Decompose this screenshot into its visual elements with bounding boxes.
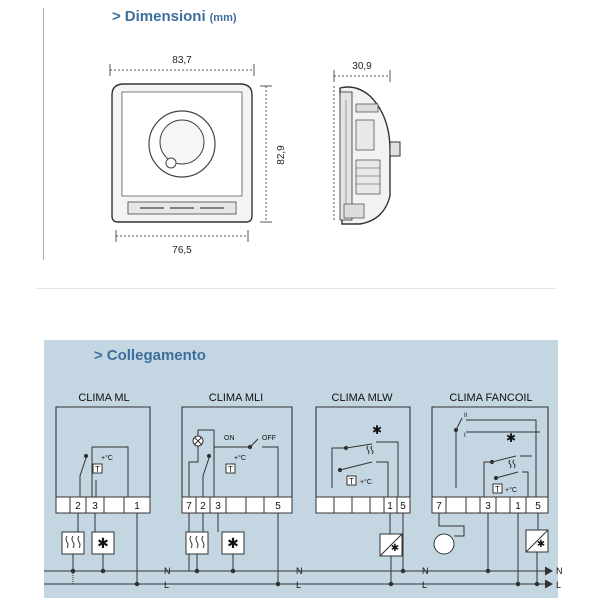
line-n-label-1: N <box>164 566 171 576</box>
line-l-label-4: L <box>556 580 561 590</box>
line-l-label-1: L <box>164 580 169 590</box>
label-clima-mlw: CLIMA MLW <box>332 392 394 404</box>
snowflake-icon: ✱ <box>97 535 109 551</box>
chevron-right-icon: > <box>94 347 103 364</box>
switch-blade-mlw <box>345 443 373 449</box>
section-rule <box>43 8 44 260</box>
line-l-label-2: L <box>296 580 301 590</box>
snowflake-icon: ✱ <box>227 535 239 551</box>
line-n-label-2: N <box>296 566 303 576</box>
snowflake-icon: ✱ <box>537 539 545 550</box>
chevron-right-icon: > <box>112 8 121 25</box>
dim-height: 82,9 <box>260 85 287 223</box>
terminal-mli-5: 5 <box>275 501 281 512</box>
heat-waves-icon <box>508 459 516 469</box>
switch-on-label: ON <box>224 435 235 442</box>
thermostat-mlw: T <box>349 477 354 486</box>
fan-icon <box>433 533 455 555</box>
heating-load-mli <box>185 531 209 555</box>
terminal-fancoil-7: 7 <box>436 501 442 512</box>
connection-title-text: Collegamento <box>106 347 206 364</box>
wiring-clima-mlw: CLIMA MLW 1 5 ✱ T +°C ✱ <box>315 392 411 584</box>
snowflake-icon: ✱ <box>391 543 399 554</box>
temp-ml: +°C <box>101 454 113 462</box>
fan-speed-2-label: II <box>464 413 468 419</box>
thermostat-ml: T <box>95 465 100 474</box>
dimensions-title: >Dimensioni(mm) <box>112 8 237 26</box>
thermostat-fancoil: T <box>495 485 500 494</box>
temp-mlw: +°C <box>360 478 372 486</box>
fan-speed-1-label: I <box>464 433 466 439</box>
temp-fancoil: +°C <box>505 486 517 494</box>
snowflake-icon: ✱ <box>372 423 382 437</box>
knob-indicator <box>165 157 177 169</box>
heating-load-ml <box>61 531 85 555</box>
terminal-fancoil-5: 5 <box>535 501 541 512</box>
terminal-ml-2: 2 <box>75 501 81 512</box>
dim-depth-label: 30,9 <box>352 61 372 72</box>
front-view <box>111 83 253 223</box>
line-n-label-4: N <box>556 566 563 576</box>
thermostat-mli: T <box>228 465 233 474</box>
heat-waves-icon <box>65 535 81 549</box>
terminal-mlw-1: 1 <box>387 501 393 512</box>
line-l-label-3: L <box>422 580 427 590</box>
terminal-mlw-5: 5 <box>400 501 406 512</box>
dimensions-title-text: Dimensioni <box>124 8 206 25</box>
side-view <box>333 86 401 225</box>
terminal-mli-2: 2 <box>200 501 206 512</box>
temp-mli: +°C <box>234 454 246 462</box>
connection-panel <box>44 340 558 598</box>
terminal-fancoil-3: 3 <box>485 501 491 512</box>
terminal-ml-1: 1 <box>134 501 140 512</box>
dim-width-top: 83,7 <box>109 55 255 76</box>
snowflake-icon: ✱ <box>506 431 516 445</box>
terminal-ml-3: 3 <box>92 501 98 512</box>
wiring-clima-mli: CLIMA MLI 7 2 3 5 ON OFF T <box>181 392 293 571</box>
terminal-mli-3: 3 <box>215 501 221 512</box>
dim-width-top-label: 83,7 <box>172 55 192 66</box>
wiring-clima-ml: CLIMA ML 2 3 1 T +°C ✱ <box>55 392 151 571</box>
supply-lines: N L N L N L N L <box>44 566 563 590</box>
dim-depth: 30,9 <box>333 61 391 82</box>
heat-waves-icon <box>366 445 374 455</box>
heat-waves-icon <box>189 535 205 549</box>
dimension-drawing: 83,7 82,9 76,5 <box>109 55 401 256</box>
terminal-fancoil-1: 1 <box>515 501 521 512</box>
dim-height-label: 82,9 <box>276 145 287 165</box>
line-n-label-3: N <box>422 566 429 576</box>
label-clima-mli: CLIMA MLI <box>209 392 263 404</box>
connection-title: >Collegamento <box>94 347 206 365</box>
label-clima-ml: CLIMA ML <box>78 392 129 404</box>
knob-inner <box>159 119 205 165</box>
label-clima-fancoil: CLIMA FANCOIL <box>449 392 532 404</box>
dim-width-bottom-label: 76,5 <box>172 245 192 256</box>
dimensions-unit: (mm) <box>209 12 237 24</box>
wiring-clima-fancoil: CLIMA FANCOIL 7 3 1 5 II I ✱ <box>431 392 549 584</box>
dimensions-section: >Dimensioni(mm) 83,7 <box>0 0 600 290</box>
section-divider <box>36 288 556 289</box>
dim-width-bottom: 76,5 <box>115 230 249 256</box>
switch-off-label: OFF <box>262 435 276 442</box>
on-off-switch <box>213 430 259 448</box>
terminal-mli-7: 7 <box>186 501 192 512</box>
